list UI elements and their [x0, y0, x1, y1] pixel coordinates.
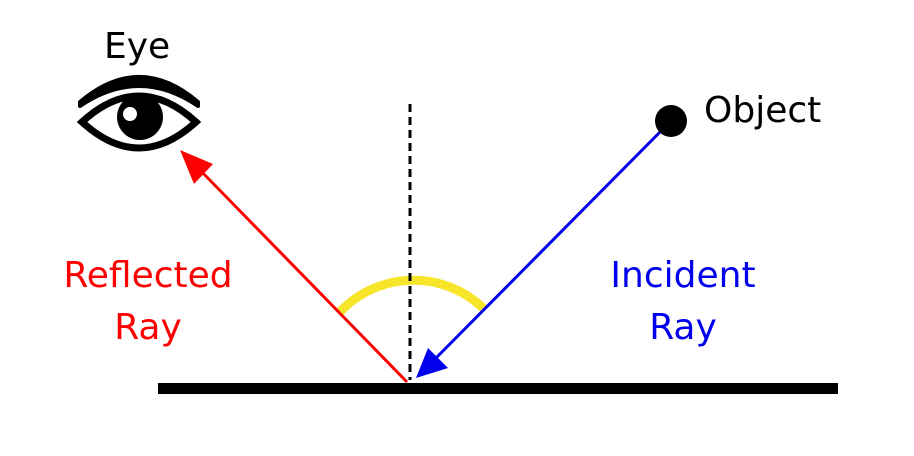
reflected-ray [196, 166, 409, 384]
incident-ray-arrowhead [416, 348, 448, 378]
incident-ray [430, 128, 664, 364]
incident-ray-label-line2: Ray [649, 307, 717, 348]
object-label: Object [704, 90, 821, 131]
eye-label: Eye [104, 26, 170, 67]
reflected-ray-arrowhead [180, 150, 213, 184]
angle-arc [335, 275, 488, 317]
incident-ray-label-line1: Incident [610, 255, 755, 296]
reflected-ray-label-line1: Reflected [63, 255, 232, 296]
mirror-surface [158, 383, 838, 394]
object-dot [655, 105, 687, 137]
reflected-ray-label-line2: Ray [114, 307, 182, 348]
eye-icon [76, 75, 202, 152]
